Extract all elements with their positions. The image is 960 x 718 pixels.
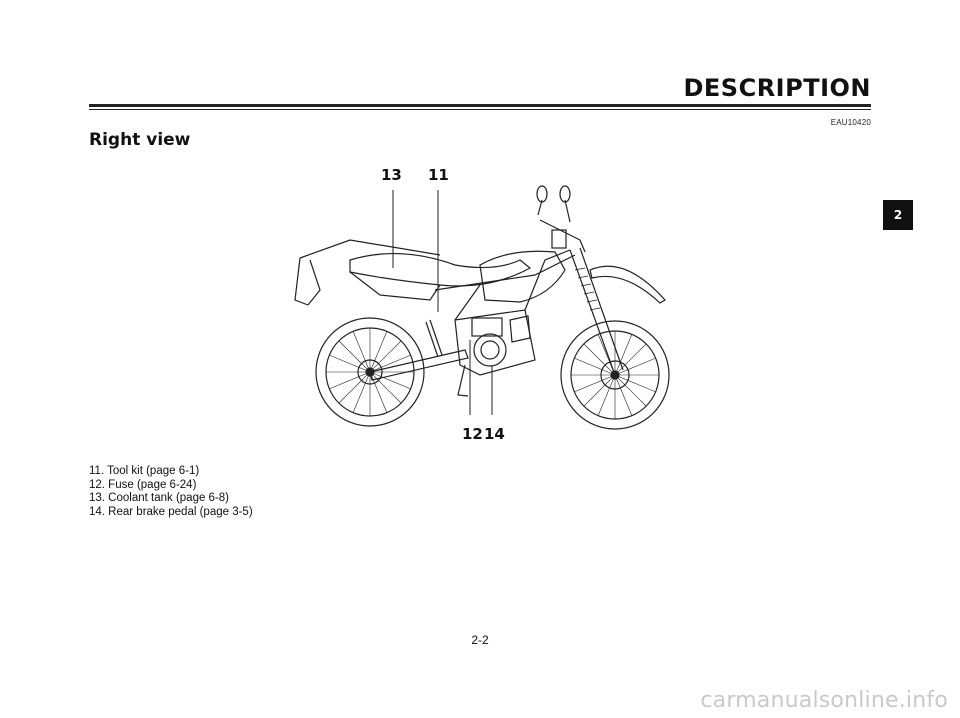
legend-item: 14. Rear brake pedal (page 3-5) [89,505,253,518]
document-code: EAU10420 [830,118,871,127]
callout-13: 13 [381,166,402,184]
callout-11: 11 [428,166,449,184]
handlebar [536,185,586,253]
callout-leaders [392,190,493,415]
engine [454,309,536,376]
legend-item: 13. Coolant tank (page 6-8) [89,492,230,504]
front-fork [569,247,624,376]
header-rule-thin [89,109,871,110]
rear-fender [294,239,441,306]
callout-14: 14 [484,425,505,443]
motorcycle-illustration [294,185,670,430]
callout-12: 12 [462,425,483,443]
legend-item: 11. Tool kit (page 6-1) [89,465,200,477]
page-number: 2-2 [471,633,489,647]
rear-shock [425,319,443,358]
frame [434,249,576,321]
parts-legend: 11. Tool kit (page 6-1) 12. Fuse (page 6… [89,465,253,519]
seat [349,252,532,287]
side-stand [457,364,469,397]
side-cover [349,271,441,301]
swingarm [369,349,469,381]
watermark: carmanualsonline.info [700,688,948,713]
chapter-tab: 2 [883,200,913,230]
legend-item: 12. Fuse (page 6-24) [89,478,197,491]
header-rule-thick [89,104,871,107]
section-title: Right view [89,130,191,150]
front-fender [589,265,666,304]
header-title: DESCRIPTION [683,74,871,102]
fuel-tank [479,250,566,303]
